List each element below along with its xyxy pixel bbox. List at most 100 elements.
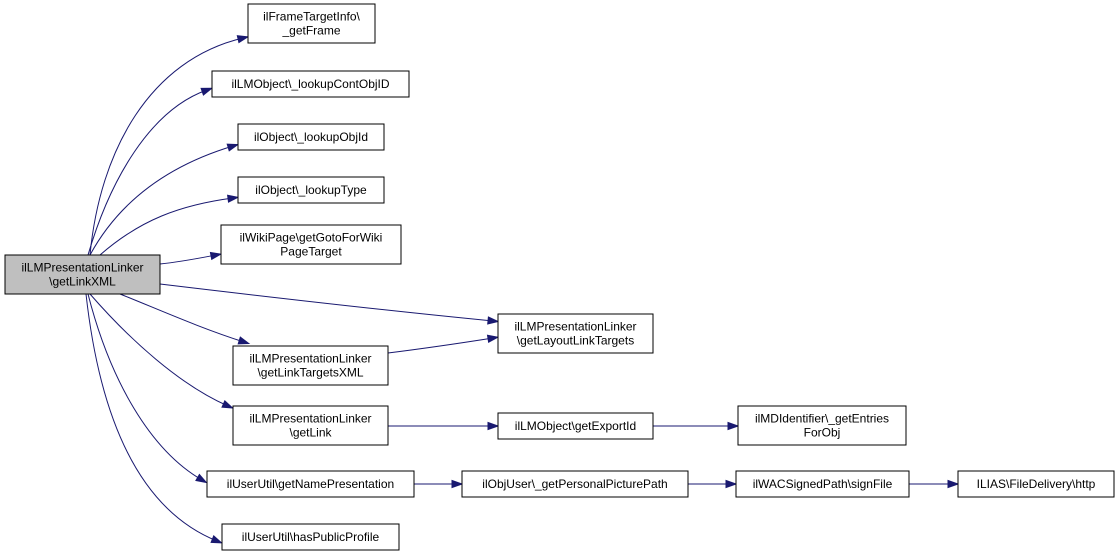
node-box[interactable]: [4, 254, 161, 295]
edge-root-to-n4: [99, 194, 240, 256]
node-box[interactable]: [247, 3, 376, 44]
arrowhead-icon: [486, 334, 500, 343]
node-label: ilLMObject\getExportId: [515, 419, 636, 433]
node-label: \getLinkXML: [49, 275, 116, 289]
arrowhead-icon: [209, 251, 223, 261]
node-label: ilUserUtil\getNamePresentation: [227, 477, 394, 491]
node-label: ilLMObject\_lookupContObjID: [231, 77, 389, 91]
node-illmpresentationlinker-getlinktargetsxml[interactable]: ilLMPresentationLinker\getLinkTargetsXML: [232, 345, 389, 386]
node-ilias-filedelivery-http[interactable]: ILIAS\FileDelivery\http: [957, 470, 1115, 498]
arrowhead-icon: [725, 479, 738, 489]
edges-layer: [85, 35, 960, 544]
node-label: _getFrame: [281, 24, 340, 38]
node-label: ilLMPresentationLinker: [514, 320, 636, 334]
arrowhead-icon: [487, 316, 500, 325]
node-illmpresentationlinker-getlink[interactable]: ilLMPresentationLinker\getLink: [232, 405, 389, 446]
edge-line: [89, 293, 229, 407]
edge-n8-to-n9: [388, 421, 500, 431]
edge-line: [99, 197, 234, 256]
node-box[interactable]: [211, 70, 410, 98]
arrowhead-icon: [210, 535, 223, 544]
node-label: ilLMPresentationLinker: [249, 412, 371, 426]
edge-line: [87, 293, 203, 481]
edge-root-to-n6: [159, 283, 500, 325]
node-illmobject-lookupcontobjid[interactable]: ilLMObject\_lookupContObjID: [211, 70, 410, 98]
edge-line: [89, 145, 234, 256]
edge-root-to-n3: [89, 143, 240, 256]
arrowhead-icon: [236, 35, 250, 44]
edge-root-to-n2: [87, 87, 214, 256]
arrowhead-icon: [727, 421, 740, 431]
arrowhead-icon: [226, 143, 240, 152]
arrowhead-icon: [947, 479, 960, 489]
node-box[interactable]: [232, 405, 389, 446]
edge-root-to-n11: [87, 293, 208, 484]
edge-line: [85, 293, 218, 542]
edge-n11-to-n12: [414, 479, 464, 489]
node-ilobject-lookupobjid[interactable]: ilObject\_lookupObjId: [237, 123, 385, 151]
edge-n13-to-n14: [909, 479, 960, 489]
edge-root-to-n5: [159, 251, 223, 265]
node-illmpresentationlinker-getlayoutlinktargets[interactable]: ilLMPresentationLinker\getLayoutLinkTarg…: [497, 313, 654, 354]
edge-n9-to-n10: [653, 421, 740, 431]
node-label: ilObject\_lookupObjId: [254, 130, 368, 144]
arrowhead-icon: [227, 194, 240, 203]
node-box[interactable]: [220, 224, 402, 265]
node-iluserutil-getnamepresentation[interactable]: ilUserUtil\getNamePresentation: [206, 470, 415, 498]
arrowhead-icon: [221, 399, 234, 409]
edge-line: [87, 89, 208, 256]
node-box[interactable]: [497, 412, 654, 440]
edge-n7-to-n6: [387, 334, 500, 354]
edge-n12-to-n13: [688, 479, 738, 489]
edge-root-to-n7: [119, 293, 251, 345]
node-ilobjuser-getpersonalpicturepath[interactable]: ilObjUser\_getPersonalPicturePath: [461, 470, 689, 498]
node-illmpresentationlinker-getlinkxml[interactable]: ilLMPresentationLinker\getLinkXML: [4, 254, 161, 295]
node-illmobject-getexportid[interactable]: ilLMObject\getExportId: [497, 412, 654, 440]
node-label: ilWikiPage\getGotoForWiki: [240, 231, 383, 245]
node-label: PageTarget: [280, 245, 342, 259]
node-box[interactable]: [232, 345, 389, 386]
node-label: ilObject\_lookupType: [255, 183, 367, 197]
arrowhead-icon: [451, 479, 464, 489]
arrowhead-icon: [195, 473, 208, 484]
edge-line: [119, 293, 245, 343]
node-box[interactable]: [735, 470, 910, 498]
node-iluserutil-haspublicprofile[interactable]: ilUserUtil\hasPublicProfile: [221, 523, 400, 551]
node-label: \getLayoutLinkTargets: [517, 334, 634, 348]
node-box[interactable]: [737, 405, 907, 446]
edge-line: [159, 254, 217, 265]
node-box[interactable]: [497, 313, 654, 354]
node-label: ilWACSignedPath\signFile: [753, 477, 893, 491]
edge-root-to-n1: [89, 35, 250, 256]
node-box[interactable]: [957, 470, 1115, 498]
node-label: ilLMPresentationLinker: [21, 261, 143, 275]
node-label: \getLink: [289, 426, 332, 440]
node-label: ilMDIdentifier\_getEntries: [755, 412, 889, 426]
arrowhead-icon: [200, 87, 214, 96]
edge-line: [159, 283, 494, 322]
node-label: ILIAS\FileDelivery\http: [977, 477, 1096, 491]
node-box[interactable]: [461, 470, 689, 498]
node-label: ilLMPresentationLinker: [249, 352, 371, 366]
node-label: ForObj: [804, 426, 841, 440]
node-box[interactable]: [206, 470, 415, 498]
arrowhead-icon: [487, 421, 500, 431]
node-ilwacsignedpath-signfile[interactable]: ilWACSignedPath\signFile: [735, 470, 910, 498]
node-box[interactable]: [237, 123, 385, 151]
edge-line: [387, 337, 494, 354]
nodes-layer: ilLMPresentationLinker\getLinkXMLilFrame…: [4, 3, 1115, 551]
node-box[interactable]: [221, 523, 400, 551]
node-box[interactable]: [237, 176, 385, 204]
node-label: ilFrameTargetInfo\: [263, 10, 360, 24]
edge-root-to-n15: [85, 293, 223, 544]
arrowhead-icon: [237, 336, 251, 345]
edge-root-to-n8: [89, 293, 234, 409]
node-label: \getLinkTargetsXML: [257, 366, 363, 380]
node-ilobject-lookuptype[interactable]: ilObject\_lookupType: [237, 176, 385, 204]
edge-line: [89, 37, 244, 256]
node-ilframetargetinfo-getframe[interactable]: ilFrameTargetInfo\_getFrame: [247, 3, 376, 44]
node-label: ilObjUser\_getPersonalPicturePath: [482, 477, 667, 491]
